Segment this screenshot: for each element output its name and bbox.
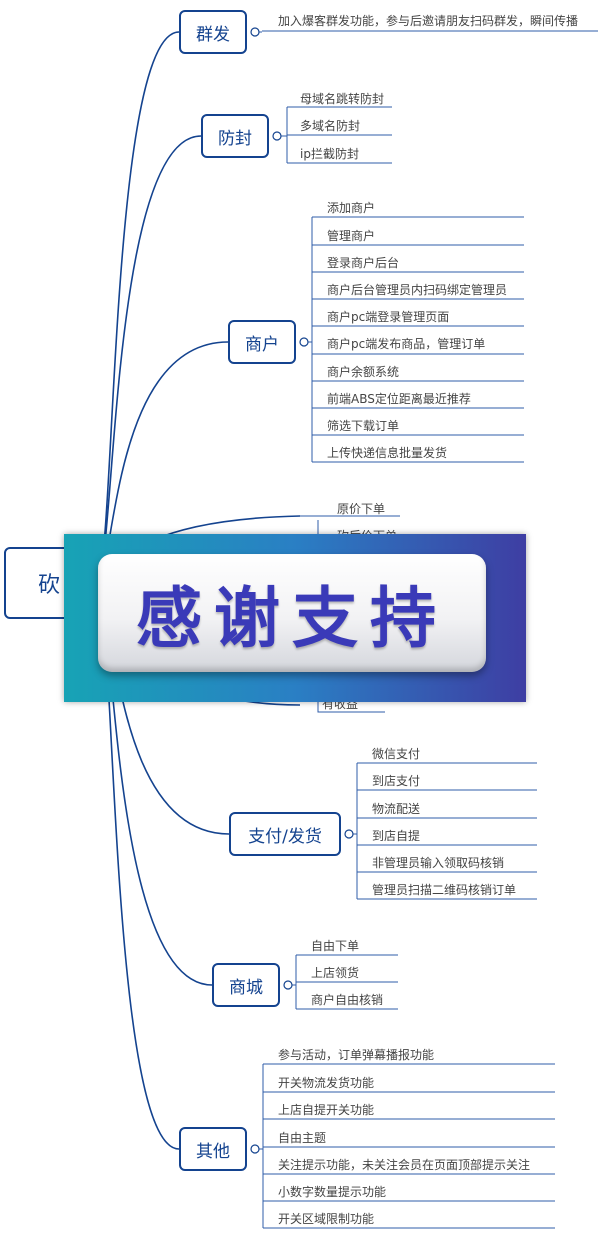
leaf-item[interactable]: 商户自由核销 xyxy=(311,993,384,1007)
thanks-banner: 感谢支持 xyxy=(64,534,526,702)
leaf-item[interactable]: 添加商户 xyxy=(327,201,376,215)
leaf-item[interactable]: 到店自提 xyxy=(372,829,421,843)
collapse-toggle-icon[interactable] xyxy=(250,1144,260,1154)
branch-label: 商户 xyxy=(245,334,279,355)
leaf-item[interactable]: 自由下单 xyxy=(311,939,360,953)
branch-label: 群发 xyxy=(196,24,230,45)
root-label: 砍 xyxy=(38,573,61,598)
banner-plate: 感谢支持 xyxy=(98,554,486,672)
leaf-item[interactable]: 开关区域限制功能 xyxy=(278,1212,375,1226)
leaf-item[interactable]: ip拦截防封 xyxy=(300,147,359,161)
leaf-item[interactable]: 微信支付 xyxy=(372,747,421,761)
leaf-item[interactable]: 母域名跳转防封 xyxy=(300,92,385,106)
collapse-toggle-icon[interactable] xyxy=(344,829,354,839)
leaf-item[interactable]: 筛选下载订单 xyxy=(327,419,400,433)
branch-qunfa[interactable]: 群发 xyxy=(179,10,247,54)
leaf-item[interactable]: 非管理员输入领取码核销 xyxy=(372,856,505,870)
leaf-item[interactable]: 开关物流发货功能 xyxy=(278,1076,375,1090)
collapse-toggle-icon[interactable] xyxy=(272,131,282,141)
leaf-item[interactable]: 上传快递信息批量发货 xyxy=(327,446,448,460)
leaf-item[interactable]: 物流配送 xyxy=(372,802,421,816)
branch-fangfeng[interactable]: 防封 xyxy=(201,114,269,158)
leaf-item[interactable]: 小数字数量提示功能 xyxy=(278,1185,387,1199)
leaf-item[interactable]: 多域名防封 xyxy=(300,119,361,133)
branch-qita[interactable]: 其他 xyxy=(179,1127,247,1171)
leaf-item[interactable]: 商户后台管理员内扫码绑定管理员 xyxy=(327,283,508,297)
leaf-item[interactable]: 加入爆客群发功能，参与后邀请朋友扫码群发，瞬间传播 xyxy=(278,14,579,28)
leaf-item[interactable]: 上店自提开关功能 xyxy=(278,1103,375,1117)
branch-label: 防封 xyxy=(218,128,252,149)
branch-label: 其他 xyxy=(196,1141,230,1162)
branch-shanghu[interactable]: 商户 xyxy=(228,320,296,364)
branch-label: 支付/发货 xyxy=(248,826,322,847)
collapse-toggle-icon[interactable] xyxy=(299,337,309,347)
leaf-underline xyxy=(317,700,385,713)
leaf-item[interactable]: 管理商户 xyxy=(327,229,376,243)
branch-shangcheng[interactable]: 商城 xyxy=(212,963,280,1007)
leaf-item[interactable]: 参与活动，订单弹幕播报功能 xyxy=(278,1048,435,1062)
collapse-toggle-icon[interactable] xyxy=(283,980,293,990)
leaf-item[interactable]: 商户余额系统 xyxy=(327,365,400,379)
banner-text: 感谢支持 xyxy=(136,580,448,657)
leaf-item[interactable]: 登录商户后台 xyxy=(327,256,400,270)
collapse-toggle-icon[interactable] xyxy=(250,27,260,37)
leaf-item[interactable]: 上店领货 xyxy=(311,966,360,980)
leaf-item[interactable]: 关注提示功能，未关注会员在页面顶部提示关注 xyxy=(278,1158,531,1172)
branch-connector xyxy=(95,135,202,584)
leaf-item[interactable]: 原价下单 xyxy=(337,502,386,516)
leaf-item[interactable]: 商户pc端登录管理页面 xyxy=(327,310,450,324)
leaf-item[interactable]: 管理员扫描二维码核销订单 xyxy=(372,883,517,897)
branch-label: 商城 xyxy=(229,977,263,998)
leaf-item[interactable]: 前端ABS定位距离最近推荐 xyxy=(327,392,471,406)
leaf-item[interactable]: 商户pc端发布商品，管理订单 xyxy=(327,337,486,351)
branch-zhifu[interactable]: 支付/发货 xyxy=(229,812,341,856)
leaf-item[interactable]: 到店支付 xyxy=(372,774,421,788)
leaf-item[interactable]: 自由主题 xyxy=(278,1131,327,1145)
